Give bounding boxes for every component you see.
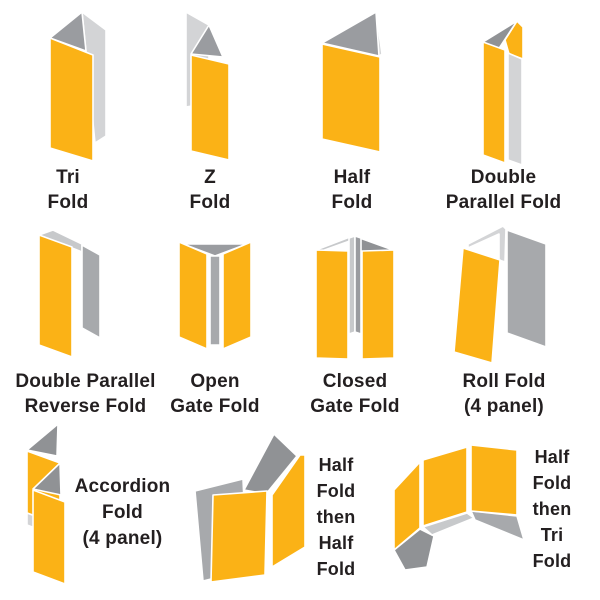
half-fold-then-tri-fold-label: Half Fold then Tri Fold <box>519 444 585 574</box>
half-fold-then-tri-fold-figure <box>385 440 530 580</box>
front-panel <box>210 490 268 583</box>
half-fold-then-half-fold-illustration <box>195 433 306 583</box>
center-back-panel <box>209 255 221 346</box>
left-panel <box>393 461 421 551</box>
label-line: Fold <box>189 192 231 213</box>
open-gate-fold-figure <box>170 235 260 360</box>
half-fold-label: Half Fold <box>302 165 402 215</box>
label-line: Half <box>318 455 354 475</box>
closed-gate-fold-figure <box>305 228 405 368</box>
label-line: Half <box>318 533 354 553</box>
half-fold-figure <box>318 8 386 156</box>
label-line: Open <box>190 371 240 392</box>
accordion-fold-label: Accordion Fold (4 panel) <box>60 474 185 552</box>
double-parallel-reverse-fold-label: Double Parallel Reverse Fold <box>3 369 168 419</box>
double-parallel-fold-figure <box>481 14 527 168</box>
center-gap-dark <box>354 235 362 335</box>
double-parallel-reverse-fold-illustration <box>38 229 101 358</box>
roll-fold-label: Roll Fold (4 panel) <box>444 369 564 419</box>
center-gap-light <box>348 235 356 335</box>
label-line: Closed <box>322 371 388 392</box>
left-gate-panel <box>178 241 208 350</box>
tri-fold-illustration <box>49 11 107 162</box>
label-line: Z <box>204 167 216 188</box>
z-fold-illustration <box>185 11 230 161</box>
label-line: Double Parallel <box>15 371 156 392</box>
top-fold-edge <box>467 225 507 263</box>
front-panel <box>49 37 94 162</box>
label-line: Tri <box>56 167 80 188</box>
label-line: (4 panel) <box>82 528 163 549</box>
z-fold-label: Z Fold <box>160 165 260 215</box>
double-parallel-reverse-fold-figure <box>38 229 102 361</box>
label-line: Gate Fold <box>310 396 400 417</box>
label-line: Double <box>470 167 537 188</box>
inner-panel <box>507 52 523 166</box>
label-line: then <box>532 499 572 519</box>
z-fold-figure <box>182 8 234 164</box>
label-line: Reverse Fold <box>24 396 147 417</box>
label-line: Fold <box>47 192 89 213</box>
label-line: Fold <box>316 559 356 579</box>
label-line: Tri <box>540 525 564 545</box>
label-line: Fold <box>316 481 356 501</box>
front-panel <box>482 41 506 164</box>
right-gate-panel <box>222 241 252 350</box>
accordion-fold-illustration <box>26 423 66 585</box>
middle-fold-face <box>32 462 62 496</box>
label-line: Fold <box>532 473 572 493</box>
back-panel <box>81 244 101 339</box>
label-line: Fold <box>532 551 572 571</box>
middle-fold-face <box>190 24 224 58</box>
half-fold-then-half-fold-figure <box>195 425 315 590</box>
half-fold-then-tri-fold-illustration <box>393 444 525 571</box>
roll-fold-illustration <box>453 225 547 364</box>
open-gate-fold-label: Open Gate Fold <box>155 369 275 419</box>
label-line: (4 panel) <box>464 396 544 417</box>
label-line: Fold <box>331 192 373 213</box>
double-parallel-fold-illustration <box>482 20 524 166</box>
right-panel <box>271 454 306 568</box>
label-line: Gate Fold <box>170 396 260 417</box>
front-panel <box>321 43 381 153</box>
half-fold-then-half-fold-label: Half Fold then Half Fold <box>306 452 366 582</box>
label-line: Half <box>333 167 371 188</box>
roll-fold-figure <box>450 222 555 367</box>
left-gate-panel <box>315 249 349 360</box>
front-panel <box>453 247 501 364</box>
label-line: Fold <box>102 502 143 523</box>
front-panel <box>190 54 230 161</box>
closed-gate-fold-illustration <box>315 234 395 360</box>
front-panel <box>32 489 66 585</box>
label-line: then <box>316 507 356 527</box>
tri-fold-label: Tri Fold <box>18 165 118 215</box>
tri-fold-figure <box>44 6 110 164</box>
open-gate-fold-illustration <box>178 241 252 350</box>
closed-gate-fold-label: Closed Gate Fold <box>295 369 415 419</box>
half-fold-illustration <box>321 11 383 153</box>
label-line: Parallel Fold <box>445 192 562 213</box>
label-line: Half <box>534 447 570 467</box>
top-fold-face <box>321 11 380 57</box>
front-panel <box>38 234 73 358</box>
label-line: Roll Fold <box>462 371 546 392</box>
label-line: Accordion <box>74 476 171 497</box>
top-fold-face <box>26 423 59 457</box>
accordion-fold-figure <box>15 418 70 586</box>
back-panel <box>506 229 547 348</box>
right-gate-panel <box>361 249 395 360</box>
middle-panel <box>422 446 468 527</box>
right-panel <box>470 444 518 516</box>
double-parallel-fold-label: Double Parallel Fold <box>421 165 586 215</box>
